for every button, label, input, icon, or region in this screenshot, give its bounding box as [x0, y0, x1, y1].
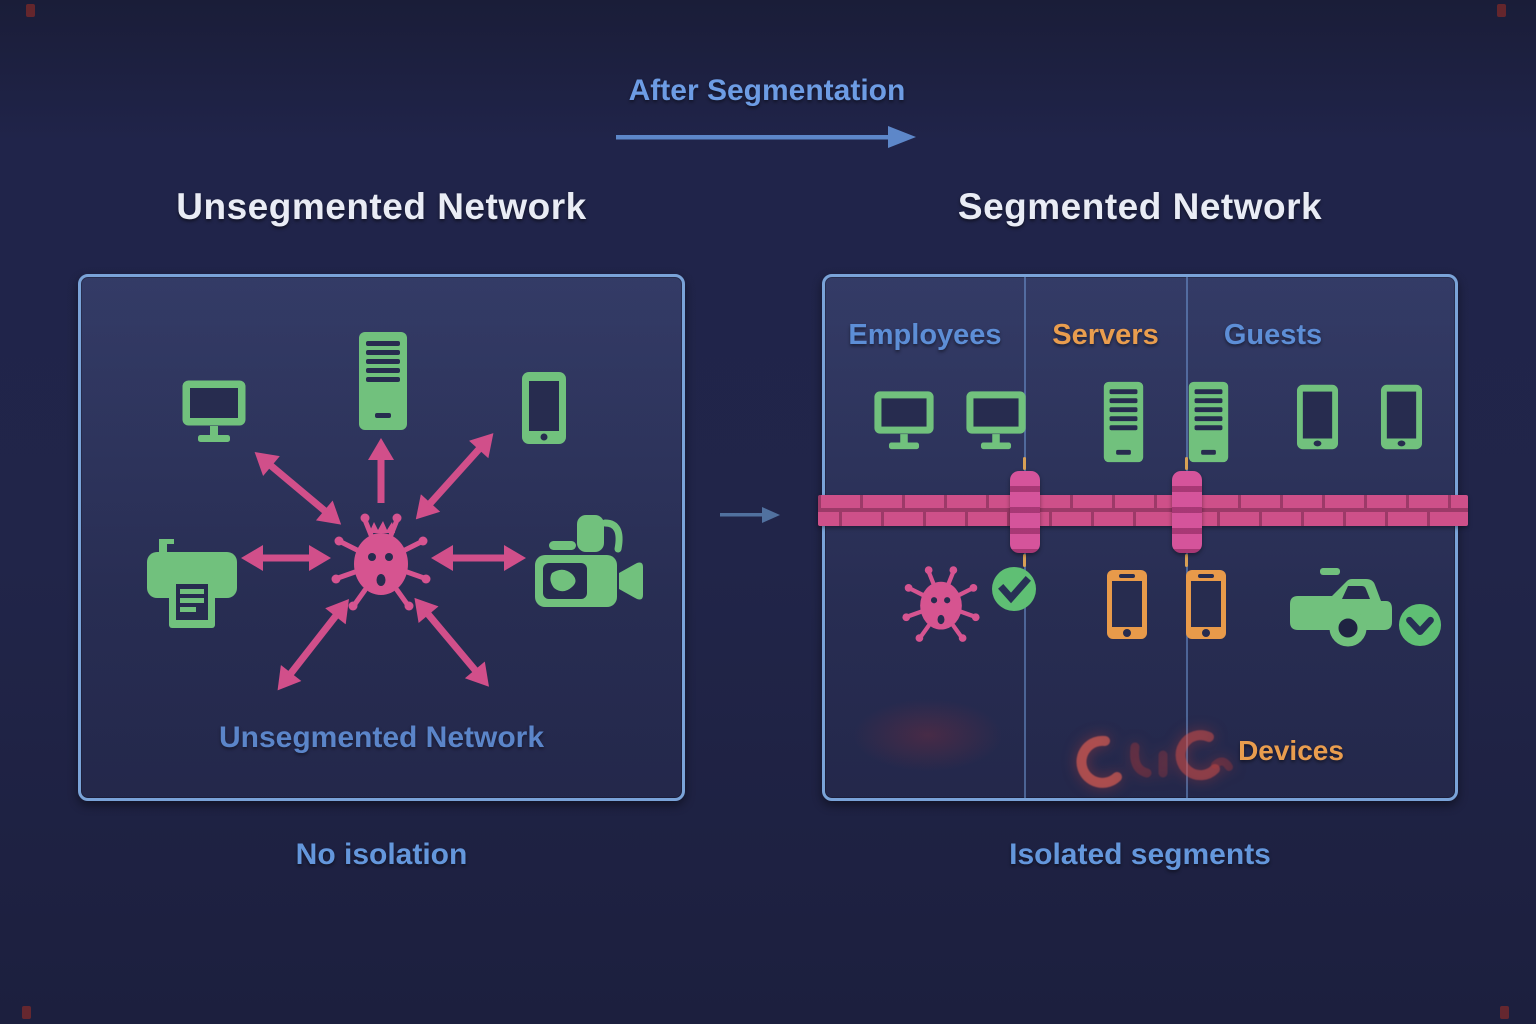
- tablet-icon: [1380, 384, 1423, 450]
- unsegmented-network-panel: Unsegmented Network: [78, 274, 685, 801]
- column-header-employees: Employees: [848, 319, 1002, 351]
- post-connector: [1023, 457, 1026, 470]
- firewall-brick-wall: [818, 495, 1468, 526]
- firewall-post: [1010, 471, 1040, 553]
- glow-artifact: [853, 698, 1003, 772]
- post-connector: [1185, 457, 1188, 470]
- tablet-icon: [1296, 384, 1339, 450]
- check-icon: [1398, 603, 1442, 647]
- infection-arrow-icon: [371, 424, 503, 566]
- unsegmented-inner-label: Unsegmented Network: [218, 721, 545, 754]
- monitor-icon: [966, 391, 1026, 450]
- infection-arrow-icon: [267, 550, 391, 698]
- infection-arrow-icon: [371, 550, 499, 695]
- smartphone-icon: [522, 372, 566, 444]
- infection-arrow-icon: [241, 545, 381, 571]
- infection-arrow-icon: [368, 438, 394, 558]
- devices-label: Devices: [1238, 735, 1344, 766]
- smartphone-icon: [1186, 570, 1226, 639]
- corner-mark: [26, 4, 35, 17]
- segmented-network-panel: Employees Servers Guests: [818, 274, 1468, 801]
- corner-mark: [1497, 4, 1506, 17]
- column-header-guests: Guests: [1223, 319, 1323, 351]
- printer-icon: [147, 539, 237, 628]
- right-arrow-icon: [616, 126, 916, 148]
- right-panel-heading: Segmented Network: [957, 186, 1323, 227]
- virus-icon: [331, 513, 431, 611]
- glow-artifact: [1076, 730, 1233, 788]
- left-panel-caption: No isolation: [295, 838, 468, 871]
- monitor-icon: [874, 391, 934, 450]
- right-panel-caption: Isolated segments: [1009, 838, 1271, 871]
- vehicle-icon: [1290, 568, 1392, 647]
- post-connector: [1185, 554, 1188, 567]
- column-header-servers: Servers: [1052, 319, 1159, 351]
- post-connector: [1023, 554, 1026, 567]
- corner-mark: [22, 1006, 31, 1019]
- infection-arrow-icon: [246, 442, 389, 568]
- server-icon: [1188, 381, 1229, 463]
- server-icon: [1103, 381, 1144, 463]
- smartphone-icon: [1107, 570, 1147, 639]
- video-camera-icon: [535, 515, 643, 607]
- infection-arrow-icon: [381, 545, 526, 571]
- firewall-post: [1172, 471, 1202, 553]
- server-icon: [359, 332, 407, 430]
- after-segmentation-title: After Segmentation: [628, 74, 906, 107]
- check-icon: [992, 567, 1036, 611]
- transition-arrow-icon: [720, 507, 780, 523]
- virus-icon: [902, 566, 980, 642]
- corner-mark: [1500, 1006, 1509, 1019]
- left-panel-heading: Unsegmented Network: [176, 186, 587, 227]
- monitor-icon: [182, 380, 246, 442]
